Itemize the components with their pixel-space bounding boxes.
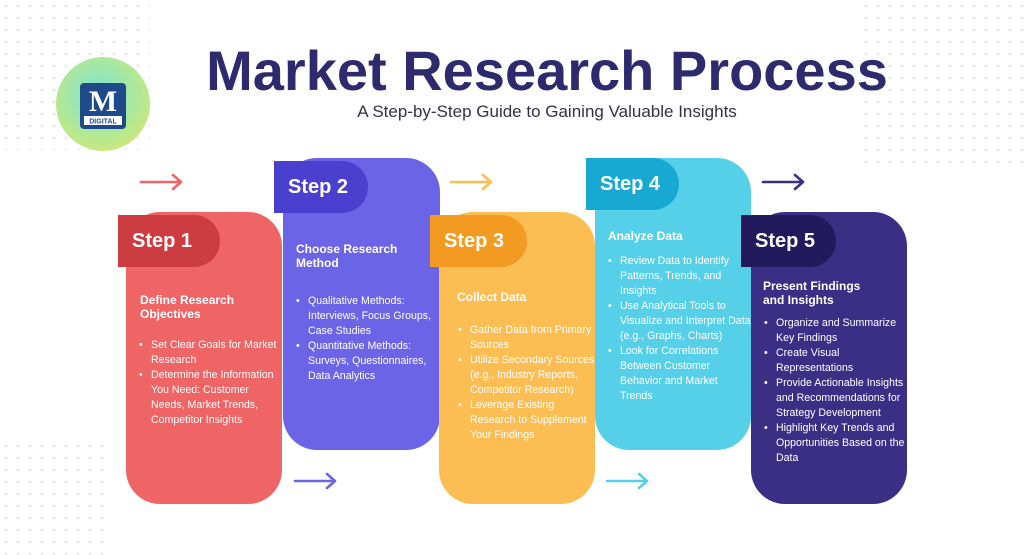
arrow-right-icon [761,173,805,191]
step-3-tab: Step 3 [430,215,527,267]
step-5-bullet: Provide Actionable Insights and Recommen… [764,376,909,421]
step-5-heading: Present Findings and Insights [763,279,861,307]
step-3-label: Step 3 [444,229,505,252]
logo-text: DIGITAL [89,119,117,126]
logo-letter: M [89,85,117,118]
step-3-bullet: Leverage Existing Research to Supplement… [458,398,596,443]
brand-logo: M DIGITAL [56,57,150,151]
step-2-tab: Step 2 [274,161,368,213]
step-4-label: Step 4 [600,172,661,195]
logo-emblem-icon: M DIGITAL [80,83,126,129]
arrow-right-icon [293,472,337,490]
step-1-heading: Define Research Objectives [140,293,235,321]
step-5-bullet: Organize and Summarize Key Findings [764,316,909,346]
step-1-bullet: Set Clear Goals for Market Research [139,338,279,368]
step-5-bullets: Organize and Summarize Key Findings Crea… [763,316,909,466]
page-title: Market Research Process [206,39,888,102]
step-4-bullet: Look for Correlations Between Customer B… [608,344,753,404]
step-5-label: Step 5 [755,229,816,252]
step-1-bullet: Determine the Information You Need: Cust… [139,368,279,428]
step-5-tab: Step 5 [741,215,836,267]
arrow-right-icon [449,173,493,191]
step-4-card: Analyze Data Review Data to Identify Pat… [595,158,751,450]
step-4-bullets: Review Data to Identify Patterns, Trends… [607,254,753,404]
step-3-bullet: Utilize Secondary Sources (e.g., Industr… [458,353,596,398]
step-3-bullet: Gather Data from Primary Sources [458,323,596,353]
page-subtitle: A Step-by-Step Guide to Gaining Valuable… [357,102,737,121]
step-4-bullet: Use Analytical Tools to Visualize and In… [608,299,753,344]
step-2-bullet: Quantitative Methods: Surveys, Questionn… [296,339,441,384]
step-2-bullets: Qualitative Methods: Interviews, Focus G… [295,294,441,384]
step-4-tab: Step 4 [586,158,679,210]
step-2-label: Step 2 [288,175,349,198]
step-4-heading: Analyze Data [608,229,683,243]
step-5-bullet: Create Visual Representations [764,346,909,376]
step-3-heading: Collect Data [457,290,527,304]
step-2-bullet: Qualitative Methods: Interviews, Focus G… [296,294,441,339]
step-4-bullet: Review Data to Identify Patterns, Trends… [608,254,753,299]
step-1-label: Step 1 [132,229,193,252]
step-1-tab: Step 1 [118,215,220,267]
arrow-right-icon [605,472,649,490]
dot-pattern-bottom-left [0,440,110,555]
arrow-right-icon [139,173,183,191]
step-1-bullets: Set Clear Goals for Market Research Dete… [138,338,279,428]
dot-pattern-right [860,0,1024,170]
step-3-bullets: Gather Data from Primary Sources Utilize… [457,323,596,443]
step-2-heading: Choose Research Method [296,242,398,270]
step-5-bullet: Highlight Key Trends and Opportunities B… [764,421,909,466]
